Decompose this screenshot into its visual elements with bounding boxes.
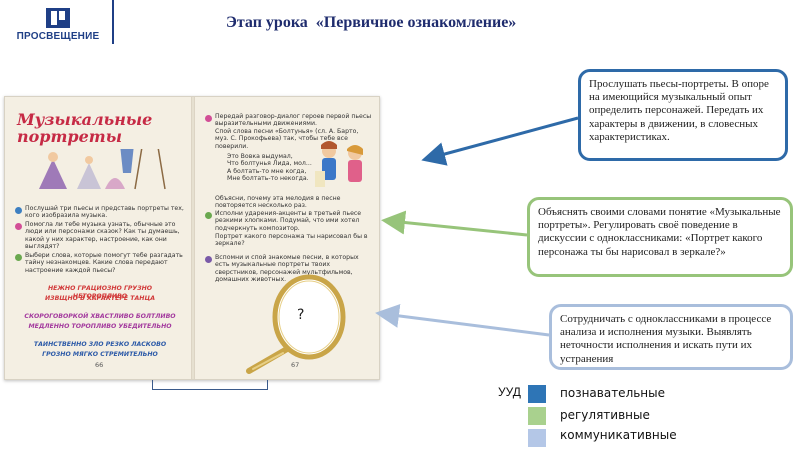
song-lyrics-line: Это Вовка выдумал, bbox=[227, 153, 293, 160]
task-text: Выбери слова, которые помогут тебе разга… bbox=[25, 252, 183, 274]
book-page-right: Передай разговор-диалог героев первой пь… bbox=[195, 97, 379, 379]
task-text: Послушай три пьесы и представь портреты … bbox=[25, 205, 184, 220]
task-text: Вспомни и спой знакомые песни, в которых… bbox=[215, 254, 359, 284]
song-lyrics: Это Вовка выдумал, Что болтунья Лида, мо… bbox=[227, 153, 312, 183]
children-illustration bbox=[315, 141, 363, 187]
song-lyrics-line: Что болтунья Лида, мол... bbox=[227, 160, 312, 168]
header-divider bbox=[112, 0, 114, 44]
book-title: Музыкальные портреты bbox=[17, 110, 153, 146]
task-text: Исполни ударения-акценты в третьей пьесе… bbox=[215, 210, 362, 232]
callout-communicative: Сотрудничать с одноклассниками в процесс… bbox=[549, 304, 793, 370]
legend-item-communicative: коммуникативные bbox=[560, 428, 677, 442]
callout-regulative: Объяснять своими словами понятие «Музыка… bbox=[527, 197, 793, 277]
callout-cognitive: Прослушать пьесы-портреты. В опоре на им… bbox=[578, 69, 788, 161]
task-bullet-icon bbox=[205, 115, 212, 122]
task-text: Передай разговор-диалог героев первой пь… bbox=[215, 113, 372, 128]
page-number: 66 bbox=[95, 361, 104, 369]
mood-words-line: ГРОЗНО МЯГКО СТРЕМИТЕЛЬНО bbox=[42, 351, 158, 358]
textbook-spread-image: Музыкальные портреты Послушай три пьесы … bbox=[4, 96, 380, 380]
arrow-cognitive bbox=[421, 116, 579, 166]
legend-item-cognitive: познавательные bbox=[560, 386, 666, 400]
mood-words-line: МЕДЛЕННО ТОРОПЛИВО УБЕДИТЕЛЬНО bbox=[28, 323, 172, 330]
book-spine bbox=[191, 97, 195, 379]
book-bracket bbox=[152, 380, 268, 390]
mirror-question-mark: ? bbox=[297, 307, 305, 323]
slide-title: Этап урока «Первичное ознакомление» bbox=[226, 14, 517, 31]
task-text: Портрет какого персонажа ты нарисовал бы… bbox=[215, 233, 368, 248]
publisher-logo-icon bbox=[46, 8, 70, 28]
song-lyrics-line: А болтать-то мне когда, bbox=[227, 167, 307, 175]
mirror-icon bbox=[246, 274, 346, 374]
legend-label: УУД bbox=[498, 385, 521, 399]
task-text: Спой слова песни «Болтунья» (сл. А. Барт… bbox=[215, 128, 359, 150]
task-bullet-icon bbox=[15, 254, 22, 261]
publisher-logo: ПРОСВЕЩЕНИЕ bbox=[12, 8, 104, 44]
mood-words-line: ТАИНСТВЕННО ЗЛО РЕЗКО ЛАСКОВО bbox=[33, 341, 167, 348]
book-page-left: Музыкальные портреты Послушай три пьесы … bbox=[5, 97, 191, 379]
task-text: Объясни, почему эта мелодия в песне повт… bbox=[215, 195, 341, 210]
page-number: 67 bbox=[291, 361, 300, 369]
task-bullet-icon bbox=[205, 256, 212, 263]
mood-words-line: ИЗВЩНО В ХАРАКТЕРЕ ТАНЦА bbox=[45, 295, 155, 302]
legend-item-regulative: регулятивные bbox=[560, 408, 650, 422]
legend-swatch-regulative bbox=[528, 407, 546, 425]
characters-illustration bbox=[39, 149, 166, 190]
legend-swatch-cognitive bbox=[528, 385, 546, 403]
task-bullet-icon bbox=[15, 223, 22, 230]
task-bullet-icon bbox=[15, 207, 22, 214]
song-lyrics-line: Мне болтать-то некогда. bbox=[227, 175, 309, 183]
legend-swatch-communicative bbox=[528, 429, 546, 447]
arrow-regulative bbox=[381, 210, 528, 237]
task-text: Помогла ли тебе музыка узнать, обычные э… bbox=[25, 221, 180, 251]
task-bullet-icon bbox=[205, 212, 212, 219]
arrow-communicative bbox=[375, 303, 550, 337]
mood-words-line: СКОРОГОВОРКОЙ ХВАСТЛИВО БОЛТЛИВО bbox=[24, 313, 176, 320]
mood-words-line: НЕЖНО ГРАЦИОЗНО ГРУЗНО НЕТОРОПЛИВО bbox=[47, 285, 153, 300]
publisher-logo-text: ПРОСВЕЩЕНИЕ bbox=[16, 31, 100, 42]
